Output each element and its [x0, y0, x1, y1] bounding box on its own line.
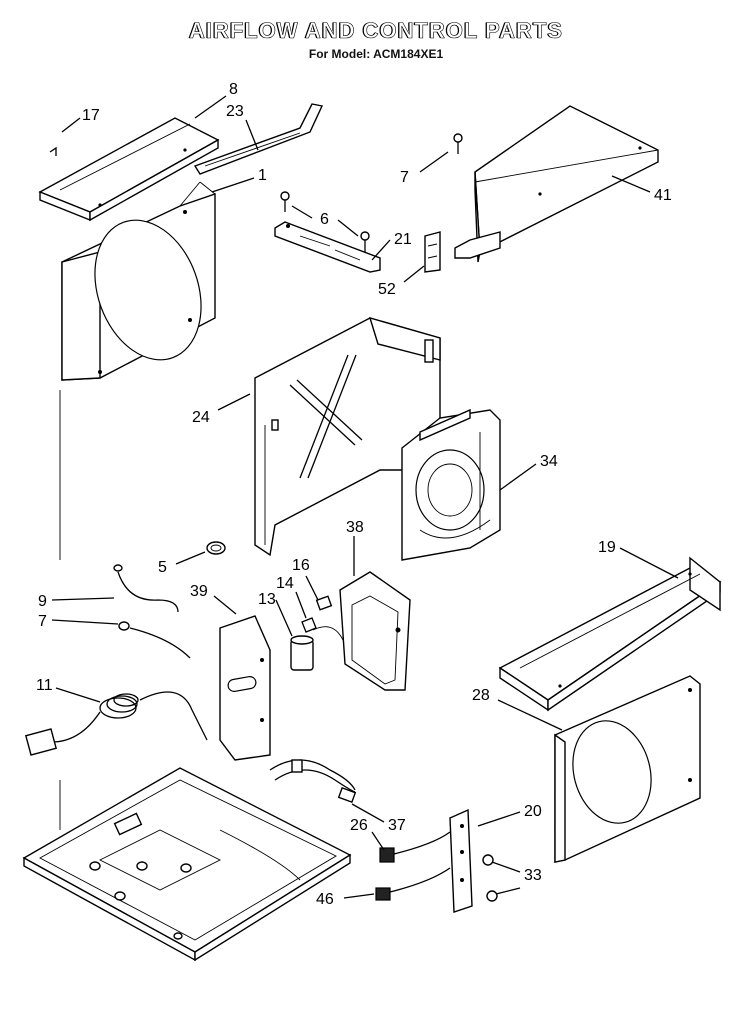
callout-14: 14 — [276, 575, 294, 592]
callout-23: 23 — [226, 103, 244, 120]
callout-37: 37 — [388, 817, 406, 834]
part-24-partition — [254, 316, 441, 557]
callout-5: 5 — [158, 559, 167, 576]
part-5-ring — [206, 541, 226, 555]
leader-lines — [51, 95, 679, 899]
part-9-wire — [113, 564, 179, 613]
part-38-control-box — [339, 571, 411, 691]
part-6-screws — [280, 191, 370, 252]
callout-21: 21 — [394, 231, 412, 248]
callout-9: 9 — [38, 593, 47, 610]
part-26-switch — [379, 831, 451, 863]
page-title: AIRFLOW AND CONTROL PARTS — [188, 18, 564, 44]
callout-28: 28 — [472, 687, 490, 704]
callout-16: 16 — [292, 557, 310, 574]
callouts: 8 23 17 1 7 41 6 21 52 24 34 38 16 5 14 … — [36, 81, 672, 908]
callout-17: 17 — [82, 107, 100, 124]
callout-7-cord: 7 — [38, 613, 47, 630]
model-subtitle: For Model: ACM184XE1 — [308, 47, 444, 61]
part-16-relay — [315, 595, 333, 611]
part-17-screw — [49, 146, 57, 156]
callout-46: 46 — [316, 891, 334, 908]
part-41-top-cover — [454, 105, 659, 263]
callout-13: 13 — [258, 591, 276, 608]
part-13-capacitor — [290, 626, 344, 671]
part-33-screws — [482, 854, 498, 902]
callout-7-top: 7 — [400, 169, 409, 186]
part-7-screw-cord — [118, 621, 191, 659]
callout-19: 19 — [598, 539, 616, 556]
part-52-clip — [424, 231, 441, 273]
callout-24: 24 — [192, 409, 210, 426]
part-20-bracket — [449, 808, 473, 913]
callout-1: 1 — [258, 167, 267, 184]
part-8-top-bracket — [38, 117, 220, 222]
callout-20: 20 — [524, 803, 542, 820]
part-21-bracket — [274, 221, 381, 273]
part-1-fan-shroud — [61, 181, 216, 381]
part-37-wire-harness — [269, 759, 357, 803]
base-pan — [22, 767, 352, 962]
callout-11: 11 — [36, 677, 53, 694]
callout-41: 41 — [654, 187, 672, 204]
callout-38: 38 — [346, 519, 364, 536]
callout-34: 34 — [540, 453, 558, 470]
callout-8: 8 — [229, 81, 238, 98]
part-7-screw-top — [453, 133, 463, 154]
callout-39: 39 — [190, 583, 208, 600]
callout-52: 52 — [378, 281, 396, 298]
part-14-clip — [301, 617, 317, 633]
part-39-control-panel — [219, 615, 271, 761]
part-11-power-cord — [24, 691, 208, 756]
part-19-panel — [498, 556, 722, 712]
part-34-blower-housing — [401, 408, 501, 561]
callout-6: 6 — [320, 211, 329, 228]
part-28-condenser-shroud — [554, 675, 701, 863]
part-46-switch — [375, 867, 451, 901]
callout-33: 33 — [524, 867, 542, 884]
part-23-strap — [193, 103, 324, 175]
callout-26: 26 — [350, 817, 368, 834]
